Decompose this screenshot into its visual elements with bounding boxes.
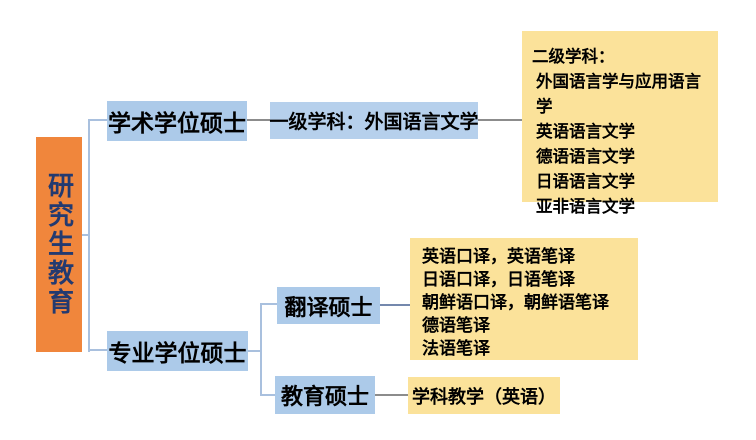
translation-program: 日语口译，日语笔译 — [422, 270, 575, 290]
second-level-item: 英语语言文学 — [536, 122, 635, 141]
connector-academic-to-first-level — [247, 119, 270, 121]
node-education-masters: 教育硕士 — [275, 376, 375, 414]
second-level-item: 亚非语言文学 — [536, 197, 635, 216]
panel-education-program: 学科教学（英语） — [408, 377, 560, 414]
root-node-graduate-education: 研究生教育 — [36, 137, 82, 352]
bracket2-vertical-line — [260, 303, 262, 396]
node-academic-masters: 学术学位硕士 — [107, 101, 247, 141]
translation-program: 德语笔译 — [422, 316, 490, 336]
node-translation-masters: 翻译硕士 — [277, 287, 380, 324]
bracket1-bottom-arm-line — [88, 349, 107, 351]
panel-translation-programs: 英语口译，英语笔译 日语口译，日语笔译 朝鲜语口译，朝鲜语笔译 德语笔译 法语笔… — [410, 238, 638, 360]
second-level-item: 外国语言学与应用语言学 — [536, 72, 701, 116]
second-level-title: 二级学科： — [532, 47, 615, 66]
bracket2-stub-line — [248, 350, 260, 352]
second-level-item: 日语语言文学 — [536, 172, 635, 191]
bracket1-top-arm-line — [88, 119, 107, 121]
connector-education-to-panel — [375, 394, 408, 396]
translation-program: 法语笔译 — [422, 339, 490, 359]
bracket2-top-arm-line — [260, 303, 277, 305]
connector-translation-to-panel — [380, 304, 410, 306]
translation-program: 朝鲜语口译，朝鲜语笔译 — [422, 293, 609, 313]
connector-first-level-to-panel — [478, 119, 522, 121]
node-first-level-discipline: 一级学科：外国语言文学 — [270, 102, 479, 139]
bracket1-vertical-line — [88, 119, 90, 352]
second-level-item: 德语语言文学 — [536, 147, 635, 166]
translation-program: 英语口译，英语笔译 — [422, 247, 575, 267]
node-professional-masters: 专业学位硕士 — [107, 331, 248, 371]
bracket1-stub-line — [82, 234, 89, 236]
bracket2-bottom-arm-line — [260, 394, 277, 396]
panel-second-level-disciplines: 二级学科： 外国语言学与应用语言学 英语语言文学 德语语言文学 日语语言文学 亚… — [522, 31, 718, 216]
